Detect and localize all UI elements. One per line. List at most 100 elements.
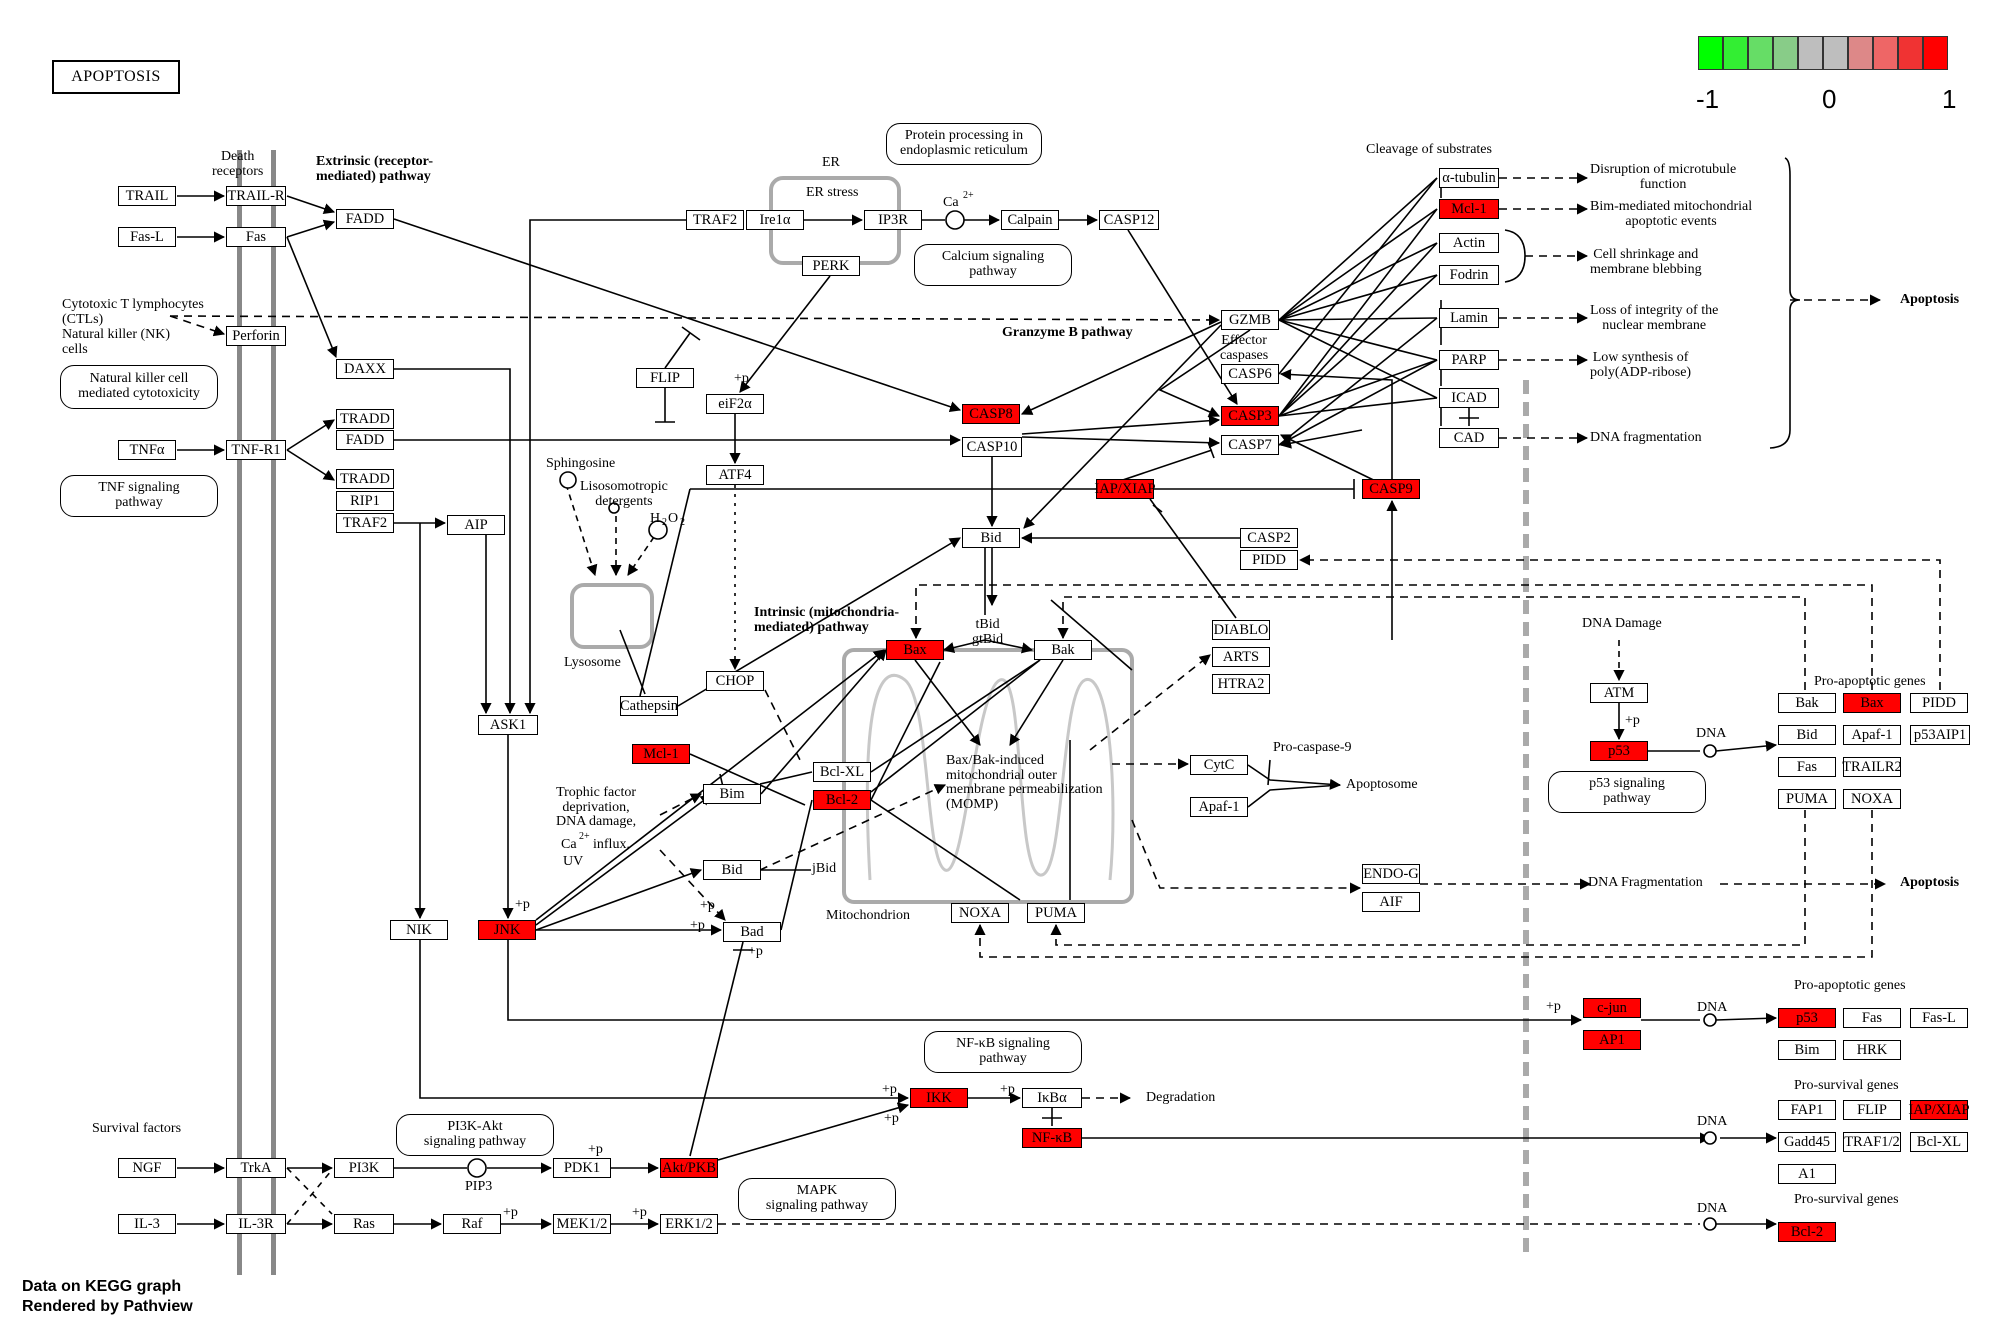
gene-node-iapxiap2[interactable]: IAP/XIAP <box>1908 1100 1970 1120</box>
gene-node-fas1[interactable]: Fas <box>226 227 286 247</box>
gene-node-fasl[interactable]: Fas-L <box>118 227 176 247</box>
gene-node-casp12[interactable]: CASP12 <box>1099 210 1159 230</box>
gene-node-chop[interactable]: CHOP <box>706 671 764 691</box>
gene-node-trka[interactable]: TrkA <box>226 1158 286 1178</box>
gene-node-fadd2[interactable]: FADD <box>336 430 394 450</box>
gene-node-fap1[interactable]: FAP1 <box>1778 1100 1836 1120</box>
gene-node-il3r[interactable]: IL-3R <box>226 1214 286 1234</box>
gene-node-bax1[interactable]: Bax <box>886 640 944 660</box>
gene-node-apaf1a[interactable]: Apaf-1 <box>1190 797 1248 817</box>
gene-node-ras[interactable]: Ras <box>334 1214 394 1234</box>
gene-node-pidd1[interactable]: PIDD <box>1240 550 1298 570</box>
gene-node-casp2[interactable]: CASP2 <box>1240 528 1298 548</box>
gene-node-aip[interactable]: AIP <box>447 515 505 535</box>
gene-node-noxa1[interactable]: NOXA <box>951 903 1009 923</box>
gene-node-raf[interactable]: Raf <box>443 1214 501 1234</box>
gene-node-atm[interactable]: ATM <box>1590 683 1648 703</box>
gene-node-cathepsin[interactable]: Cathepsin <box>620 696 678 716</box>
gene-node-hrk[interactable]: HRK <box>1843 1040 1901 1060</box>
gene-node-fasl2[interactable]: Fas-L <box>1910 1008 1968 1028</box>
gene-node-p53aip1[interactable]: p53AIP1 <box>1910 725 1970 745</box>
gene-node-bak2[interactable]: Bak <box>1778 693 1836 713</box>
gene-node-flip1[interactable]: FLIP <box>636 368 694 388</box>
gene-node-casp10[interactable]: CASP10 <box>962 437 1022 457</box>
gene-node-bclxl[interactable]: Bcl-XL <box>813 762 871 782</box>
gene-node-rip1[interactable]: RIP1 <box>336 491 394 511</box>
gene-node-ngf[interactable]: NGF <box>118 1158 176 1178</box>
gene-node-aktpkb[interactable]: Akt/PKB <box>660 1158 718 1178</box>
gene-node-fodrin[interactable]: Fodrin <box>1439 265 1499 285</box>
gene-node-trailr2[interactable]: TRAILR2 <box>1842 757 1902 777</box>
gene-node-endog[interactable]: ENDO-G <box>1362 864 1420 884</box>
gene-node-arts[interactable]: ARTS <box>1212 647 1270 667</box>
gene-node-aif[interactable]: AIF <box>1362 892 1420 912</box>
gene-node-calpain[interactable]: Calpain <box>1001 210 1059 230</box>
gene-node-pdk1[interactable]: PDK1 <box>553 1158 611 1178</box>
gene-node-ip3r[interactable]: IP3R <box>864 210 922 230</box>
gene-node-diablo[interactable]: DIABLO <box>1212 620 1270 640</box>
gene-node-bim1[interactable]: Bim <box>703 784 761 804</box>
gene-node-bax2[interactable]: Bax <box>1843 693 1901 713</box>
gene-node-traf2a[interactable]: TRAF2 <box>336 513 394 533</box>
pw-tnf-link[interactable]: TNF signaling pathway <box>60 475 218 517</box>
pw-pi3k-link[interactable]: PI3K-Akt signaling pathway <box>396 1114 554 1156</box>
gene-node-bad[interactable]: Bad <box>723 922 781 942</box>
gene-node-ire1a[interactable]: Ire1α <box>746 210 804 230</box>
gene-node-puma1[interactable]: PUMA <box>1027 903 1085 923</box>
gene-node-tnfr1[interactable]: TNF-R1 <box>226 440 286 460</box>
gene-node-puma2[interactable]: PUMA <box>1778 789 1836 809</box>
gene-node-traf2b[interactable]: TRAF2 <box>686 210 744 230</box>
gene-node-casp7[interactable]: CASP7 <box>1221 435 1279 455</box>
gene-node-gzmb[interactable]: GZMB <box>1221 310 1279 330</box>
gene-node-nik[interactable]: NIK <box>390 920 448 940</box>
gene-node-il3[interactable]: IL-3 <box>118 1214 176 1234</box>
gene-node-pi3k[interactable]: PI3K <box>334 1158 394 1178</box>
gene-node-bim2[interactable]: Bim <box>1778 1040 1836 1060</box>
gene-node-tradd1[interactable]: TRADD <box>336 409 394 429</box>
gene-node-nfkb[interactable]: NF-κB <box>1022 1128 1082 1148</box>
gene-node-fas2[interactable]: Fas <box>1778 757 1836 777</box>
pw-nfkb-link[interactable]: NF-κB signaling pathway <box>924 1031 1082 1073</box>
gene-node-ap1[interactable]: AP1 <box>1583 1030 1641 1050</box>
gene-node-bclxl2[interactable]: Bcl-XL <box>1910 1132 1968 1152</box>
gene-node-eif2a[interactable]: eiF2α <box>706 394 764 414</box>
gene-node-flip2[interactable]: FLIP <box>1843 1100 1901 1120</box>
gene-node-lamin[interactable]: Lamin <box>1439 308 1499 328</box>
gene-node-trail-r[interactable]: TRAIL-R <box>226 186 286 206</box>
gene-node-trail[interactable]: TRAIL <box>118 186 176 206</box>
gene-node-perk[interactable]: PERK <box>802 256 860 276</box>
gene-node-erk12[interactable]: ERK1/2 <box>660 1214 718 1234</box>
gene-node-casp9[interactable]: CASP9 <box>1362 479 1420 499</box>
gene-node-ask1[interactable]: ASK1 <box>478 715 538 735</box>
gene-node-tradd2[interactable]: TRADD <box>336 469 394 489</box>
gene-node-bcl2a[interactable]: Bcl-2 <box>813 790 871 810</box>
gene-node-tnfa[interactable]: TNFα <box>118 440 176 460</box>
gene-node-cjun[interactable]: c-jun <box>1583 998 1641 1018</box>
gene-node-icad[interactable]: ICAD <box>1439 388 1499 408</box>
gene-node-mcl1a[interactable]: Mcl-1 <box>632 744 690 764</box>
gene-node-daxx[interactable]: DAXX <box>336 359 394 379</box>
gene-node-atubulin[interactable]: α-tubulin <box>1439 168 1499 188</box>
gene-node-gadd45[interactable]: Gadd45 <box>1778 1132 1836 1152</box>
gene-node-casp3[interactable]: CASP3 <box>1221 406 1279 426</box>
gene-node-mek12[interactable]: MEK1/2 <box>553 1214 611 1234</box>
gene-node-p53a[interactable]: p53 <box>1590 741 1648 761</box>
gene-node-bak1[interactable]: Bak <box>1034 640 1092 660</box>
gene-node-actin[interactable]: Actin <box>1439 233 1499 253</box>
gene-node-traf12[interactable]: TRAF1/2 <box>1843 1132 1901 1152</box>
gene-node-apaf1b[interactable]: Apaf-1 <box>1843 725 1901 745</box>
gene-node-perforin[interactable]: Perforin <box>226 326 286 346</box>
pw-nk-cell-link[interactable]: Natural killer cell mediated cytotoxicit… <box>60 365 218 409</box>
gene-node-cad[interactable]: CAD <box>1439 428 1499 448</box>
pw-mapk-link[interactable]: MAPK signaling pathway <box>738 1178 896 1220</box>
gene-node-ikk[interactable]: IKK <box>910 1088 968 1108</box>
gene-node-htra2[interactable]: HTRA2 <box>1212 674 1270 694</box>
gene-node-fadd1[interactable]: FADD <box>336 209 394 229</box>
gene-node-pidd2[interactable]: PIDD <box>1910 693 1968 713</box>
gene-node-ikba[interactable]: IκBα <box>1022 1088 1082 1108</box>
pw-protein-processing-link[interactable]: Protein processing in endoplasmic reticu… <box>886 123 1042 165</box>
gene-node-cytc[interactable]: CytC <box>1190 755 1248 775</box>
gene-node-casp8[interactable]: CASP8 <box>962 404 1020 424</box>
pw-calcium-link[interactable]: Calcium signaling pathway <box>914 244 1072 286</box>
gene-node-iapxiap1[interactable]: IAP/XIAP <box>1094 479 1156 499</box>
